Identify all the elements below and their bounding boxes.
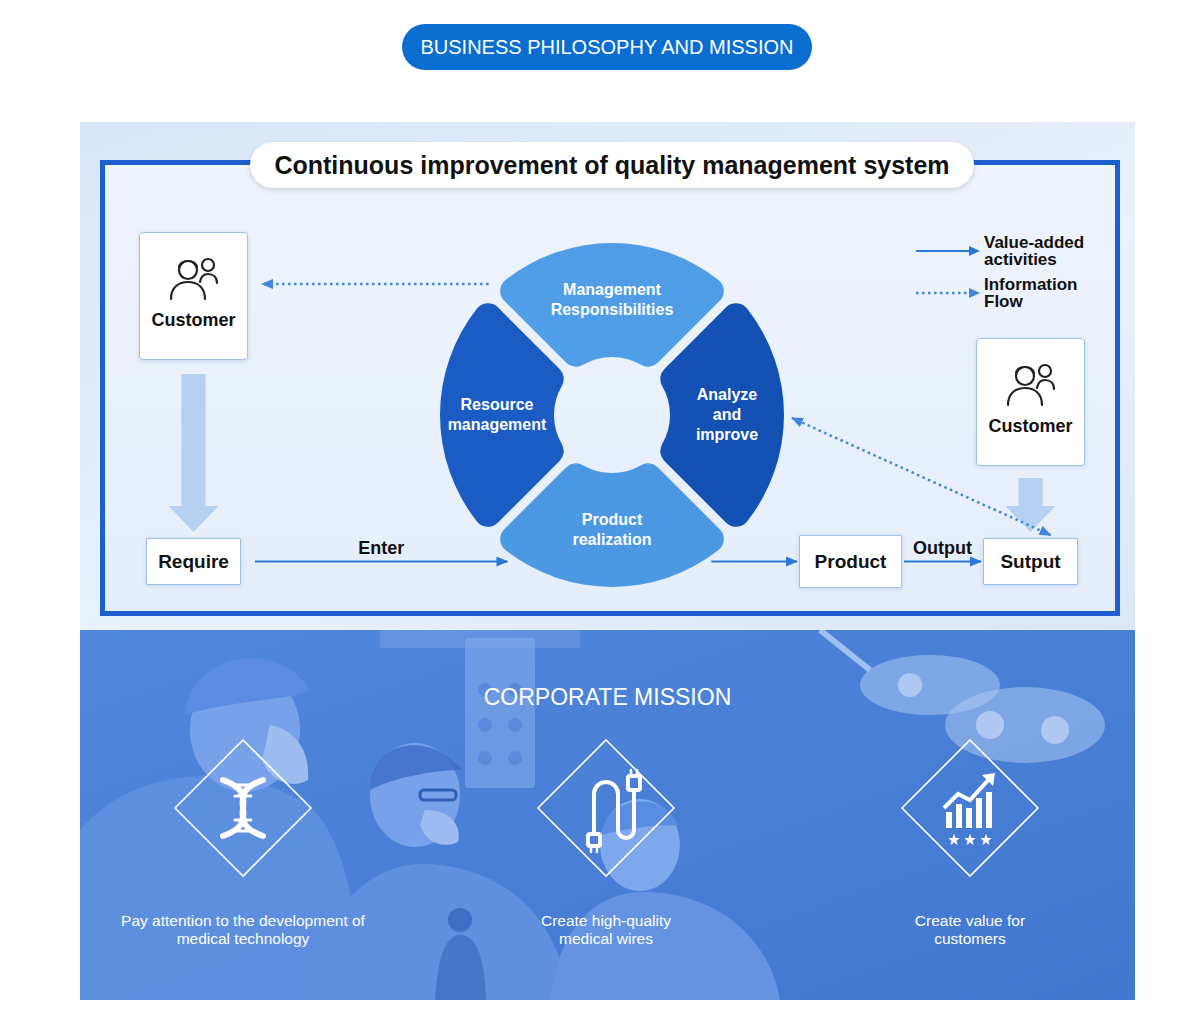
photographer-head xyxy=(448,908,472,932)
equipment-panel xyxy=(465,638,535,788)
wire-icon xyxy=(588,770,640,852)
segment-label: Analyze and improve xyxy=(690,385,764,445)
box-label: Sutput xyxy=(1000,551,1060,573)
legend-arrow-head xyxy=(969,246,980,256)
customer-box: Customer xyxy=(976,338,1085,466)
section-heading: CORPORATE MISSION xyxy=(80,684,1135,710)
photographer-body xyxy=(435,935,486,1000)
process-box: Product xyxy=(799,535,902,588)
chart-icon xyxy=(944,773,995,845)
middle-surgeon-mask xyxy=(420,810,459,845)
legend-line xyxy=(916,292,971,295)
mission-diamond: Create value for customers xyxy=(840,738,1100,963)
edge-label-holder: Enter xyxy=(358,538,404,558)
diamond-outline xyxy=(538,740,674,876)
diamond-outline xyxy=(902,740,1038,876)
diamond-shape xyxy=(173,738,313,878)
left-surgeon-mask xyxy=(262,725,308,784)
mission-text: Create high-quality medical wires xyxy=(524,912,689,948)
panel-socket xyxy=(508,751,522,765)
legend-sample xyxy=(915,241,981,261)
lamp-arm xyxy=(820,630,870,670)
photo-ground xyxy=(80,630,1135,1000)
mission-diamond: Create high-quality medical wires xyxy=(476,738,736,963)
title-pill-holder: BUSINESS PHILOSOPHY AND MISSION xyxy=(402,24,811,70)
right-surgeon-head xyxy=(600,799,680,891)
legend-row: Information Flow xyxy=(915,276,1094,310)
legend-line xyxy=(916,250,971,252)
mission-text: Pay attention to the development of medi… xyxy=(118,912,368,948)
value-arrow xyxy=(904,561,981,563)
lamp-bulb xyxy=(898,673,922,697)
process-box: Require xyxy=(146,538,241,585)
edge-label-holder: Output xyxy=(913,538,972,558)
legend-row: Value-added activities xyxy=(915,234,1094,268)
left-surgeon-cap xyxy=(185,658,310,715)
info-flow-arrow xyxy=(262,283,489,286)
mission-diamond: Pay attention to the development of medi… xyxy=(113,738,373,963)
person-icon xyxy=(1008,365,1054,405)
diamond-shape xyxy=(536,738,676,878)
middle-surgeon-glasses xyxy=(420,790,456,800)
segment-fill xyxy=(500,463,724,587)
legend-text: Information Flow xyxy=(984,276,1094,310)
value-arrow xyxy=(255,561,507,563)
legend-sample xyxy=(915,283,981,303)
flow-arrow xyxy=(1019,478,1043,507)
panel-socket xyxy=(478,751,492,765)
segment-label: Resource management xyxy=(443,395,551,435)
panel-socket xyxy=(478,718,492,732)
right-surgeon-cap xyxy=(602,802,678,835)
mission-text: Create value for customers xyxy=(888,912,1053,948)
middle-surgeon-body xyxy=(310,864,570,1000)
edge-label: Enter xyxy=(358,538,404,558)
lamp-bulb xyxy=(976,711,1004,739)
flow-arrow xyxy=(182,374,206,507)
surgical-lamp xyxy=(945,687,1105,763)
legend-arrow-head xyxy=(969,288,980,298)
diamond-outline xyxy=(175,740,311,876)
dna-icon xyxy=(223,780,263,836)
box-label: Customer xyxy=(140,309,247,331)
diamond-shape xyxy=(900,738,1040,878)
panel-socket xyxy=(508,718,522,732)
box-label: Customer xyxy=(977,415,1084,437)
process-box: Sutput xyxy=(983,538,1078,585)
person-icon xyxy=(171,259,217,299)
customer-icon xyxy=(168,255,220,301)
legend: Value-added activitiesInformation Flow xyxy=(915,234,1094,318)
frame-title: Continuous improvement of quality manage… xyxy=(250,142,973,188)
box-label: Product xyxy=(815,551,887,573)
cycle-segment: Product realization xyxy=(488,454,736,589)
title-pill: BUSINESS PHILOSOPHY AND MISSION xyxy=(402,24,811,70)
value-arrow xyxy=(711,561,797,563)
legend-text: Value-added activities xyxy=(984,234,1094,268)
customer-box: Customer xyxy=(139,232,248,360)
lamp-bulb xyxy=(1041,716,1069,744)
segment-label: Management Responsibilities xyxy=(527,280,697,320)
middle-surgeon-cap xyxy=(370,745,462,790)
left-surgeon-body xyxy=(80,776,356,1000)
customer-icon xyxy=(1005,361,1057,407)
segment-label: Product realization xyxy=(556,510,668,550)
box-label: Require xyxy=(158,551,229,573)
edge-label: Output xyxy=(913,538,972,558)
mission-band: CORPORATE MISSION Pay attention to the de… xyxy=(80,630,1135,1000)
